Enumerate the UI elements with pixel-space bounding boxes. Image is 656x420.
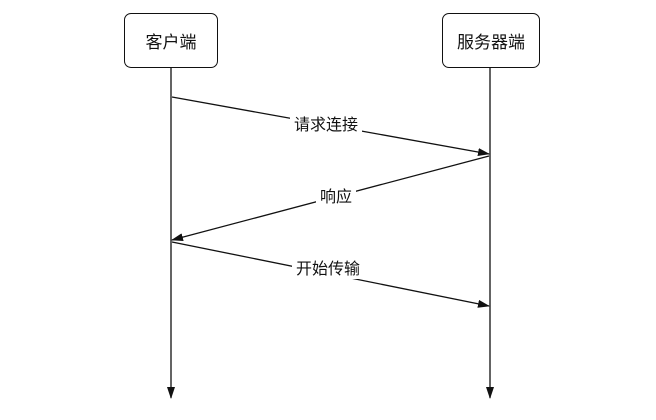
- client-box: 客户端: [124, 13, 218, 68]
- server-label: 服务器端: [457, 33, 525, 53]
- client-label: 客户端: [145, 33, 197, 53]
- start-transfer-label: 开始传输: [292, 259, 365, 279]
- response-label: 响应: [316, 187, 357, 207]
- request-connection-label: 请求连接: [290, 115, 363, 135]
- server-box: 服务器端: [442, 13, 540, 68]
